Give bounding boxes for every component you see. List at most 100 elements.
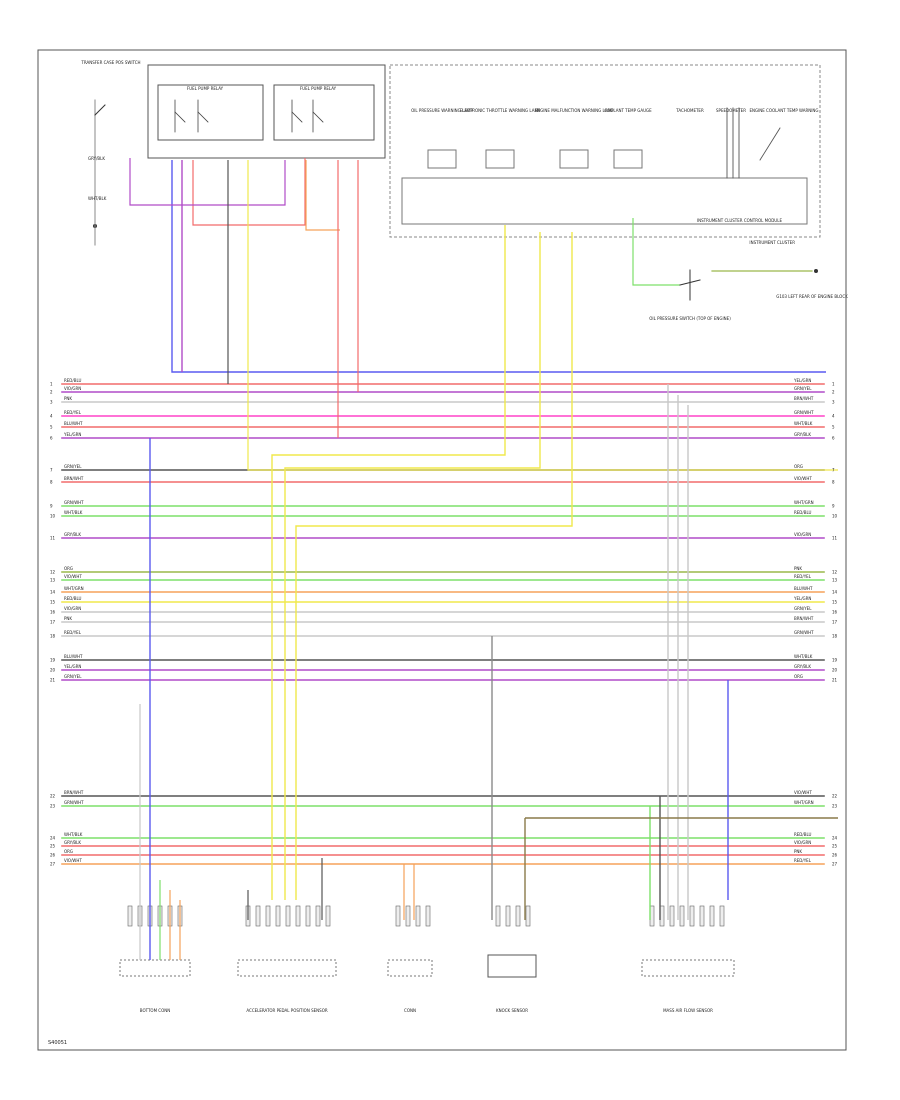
connector-pin [265,905,271,927]
cluster-lamp-box [485,149,515,169]
connector-pin [395,905,401,927]
bus-pin-number: 21 [50,678,56,683]
relay-switch-arm [174,111,186,123]
bus-pin-number: 22 [832,794,838,799]
cluster-item-label: ENGINE MALFUNCTION WARNING LAMP [535,108,614,113]
relay-switch-arm [291,111,303,123]
connector-pin [285,905,291,927]
bus-wire-code: YEL/GRN [63,664,81,669]
bus-wire-code: PNK [64,616,72,621]
cluster-drop-yellow [271,225,506,900]
bottom-component-label: ACCELERATOR PEDAL POSITION SENSOR [246,1008,327,1013]
bus-wire-code: VIO/WHT [794,790,812,795]
bus-pin-number: 6 [832,436,835,441]
ground-label: G103 LEFT REAR OF ENGINE BLOCK [776,294,848,299]
bus-wire-code: ORG [64,849,73,854]
wire-traces [61,99,838,960]
riser-blue [171,160,826,373]
bus-pin-number: 19 [832,658,838,663]
bus-pin-number: 15 [50,600,56,605]
cluster-drop-yellow-3 [295,232,573,900]
connector-pin [719,905,725,927]
bus-wire-code: BRN/WHT [794,396,814,401]
cluster-lamp-box [427,149,457,169]
cluster-item-label: ELECTRONIC THROTTLE WARNING LAMP [460,108,541,113]
bus-wire-code: PNK [64,396,72,401]
bus-pin-number: 9 [832,504,835,509]
bus-pin-number: 7 [832,468,835,473]
bus-wire-code: VIO/GRN [64,386,81,391]
bus-wire-code: RED/YEL [794,574,812,579]
connector-pin [127,905,133,927]
bus-pin-number: 4 [832,414,835,419]
cluster-item-label: COOLANT TEMP GAUGE [604,108,652,113]
bus-wire-code: VIO/WHT [794,476,812,481]
bus-pin-number: 26 [50,853,56,858]
bus-wire-code: YEL/GRN [793,596,811,601]
bus-pin-number: 1 [832,382,835,387]
bus-wire-code: RED/BLU [64,596,82,601]
bus-pin-number: 13 [50,578,56,583]
bus-pin-number: 18 [832,634,838,639]
bus-pin-number: 7 [50,468,53,473]
bottom-component-label: BOTTOM CONN [140,1008,170,1013]
bus-pin-number: 23 [50,804,56,809]
relay-2-label: FUEL PUMP RELAY [300,86,337,91]
relay-switch-arm [312,111,324,123]
bottom-component-label: CONN [404,1008,416,1013]
bus-wire-code: WHT/BLK [794,421,813,426]
bus-pin-number: 23 [832,804,838,809]
bus-wire-code: GRN/WHT [64,500,84,505]
bus-wire-code: RED/YEL [64,630,82,635]
connector-pin [709,905,715,927]
bus-pin-number: 16 [50,610,56,615]
cluster-item-label: TACHOMETER [675,108,704,113]
bus-pin-number: 6 [50,436,53,441]
bus-pin-number: 19 [50,658,56,663]
component-boxes [93,64,821,978]
oil-switch-wire [632,270,680,286]
bus-pin-number: 27 [50,862,56,867]
bus-pin-number: 9 [50,504,53,509]
cluster-item-label: SPEEDOMETER [716,108,746,113]
bus-pin-number: 27 [832,862,838,867]
connector-pin [525,905,531,927]
bus-wire-code: VIO/GRN [794,532,811,537]
bottom-component-label: MASS AIR FLOW SENSOR [663,1008,713,1013]
cluster-item-label: ENGINE COOLANT TEMP WARNING [749,108,818,113]
bus-pin-number: 3 [50,400,53,405]
bus-wire-code: BLU/WHT [794,586,813,591]
bus-wire-code: WHT/BLK [64,510,83,515]
bus-wire-code: RED/BLU [64,378,82,383]
cluster-item-label: OIL PRESSURE WARNING LAMP [411,108,473,113]
bus-pin-number: 11 [832,536,838,541]
bus-wire-code: ORG [794,464,803,469]
bus-wire-code: GRN/YEL [64,464,82,469]
bus-wire-code: GRN/WHT [64,800,84,805]
bus-pin-number: 12 [50,570,56,575]
bus-wire-code: BRN/WHT [64,790,84,795]
bus-pin-number: 18 [50,634,56,639]
bus-wire-code: PNK [794,849,802,854]
connector-housing [237,959,337,977]
diagram-labels: TRANSFER CASE POS SWITCHGRY/BLKWHT/BLKFU… [50,60,848,1013]
bus-wire-code: BRN/WHT [794,616,814,621]
relay-enclosure [147,64,386,159]
connector-pin [425,905,431,927]
connector-pin [495,905,501,927]
bus-pin-number: 8 [50,480,53,485]
connector-pin [315,905,321,927]
bus-wire-code: GRY/BLK [64,840,81,845]
diagram-code: S40051 [48,1040,68,1046]
switch-wire-label: GRY/BLK [88,156,105,161]
switch-contact [94,104,106,116]
bus-pin-number: 11 [50,536,56,541]
riser-yellow [247,160,838,471]
bus-wire-code: GRN/YEL [794,606,812,611]
connector-pin [679,905,685,927]
knock-sensor-body [487,954,537,978]
bus-pin-number: 2 [832,390,835,395]
cluster-control-module [401,177,808,225]
oil-pressure-switch-label: OIL PRESSURE SWITCH (TOP OF ENGINE) [649,316,731,321]
